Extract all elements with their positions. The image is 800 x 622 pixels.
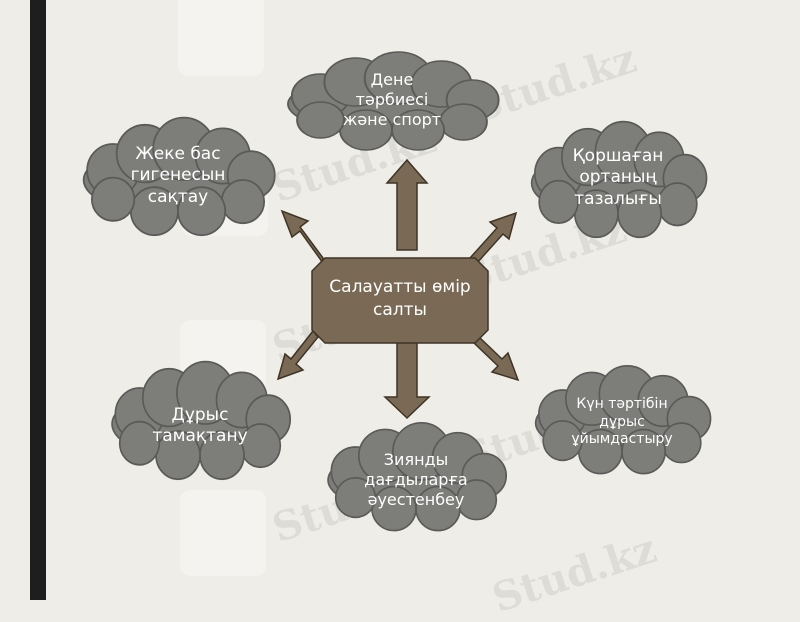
center-label: Салауатты өмір салты bbox=[312, 276, 488, 322]
arrow-down-left bbox=[276, 329, 319, 381]
arrow-up-left bbox=[280, 209, 324, 266]
slide-edge bbox=[0, 0, 16, 600]
cloud-bottom-left bbox=[111, 360, 292, 481]
cloud-bottom bbox=[327, 421, 508, 532]
mind-map-diagram bbox=[82, 51, 712, 532]
arrow-up-right bbox=[468, 211, 518, 266]
center-label-line: салты bbox=[373, 299, 427, 320]
cloud-top-right bbox=[530, 120, 708, 239]
arrow-down-right bbox=[473, 334, 520, 382]
cloud-top-left bbox=[82, 116, 276, 237]
cloud-top bbox=[287, 51, 500, 151]
arrows bbox=[276, 158, 520, 420]
center-node bbox=[311, 257, 489, 344]
cloud-bottom-right bbox=[534, 364, 712, 475]
center-label-line: Салауатты өмір bbox=[329, 277, 471, 297]
arrow-down bbox=[383, 339, 431, 420]
accent-stripe bbox=[30, 0, 46, 600]
arrow-up bbox=[385, 158, 429, 251]
